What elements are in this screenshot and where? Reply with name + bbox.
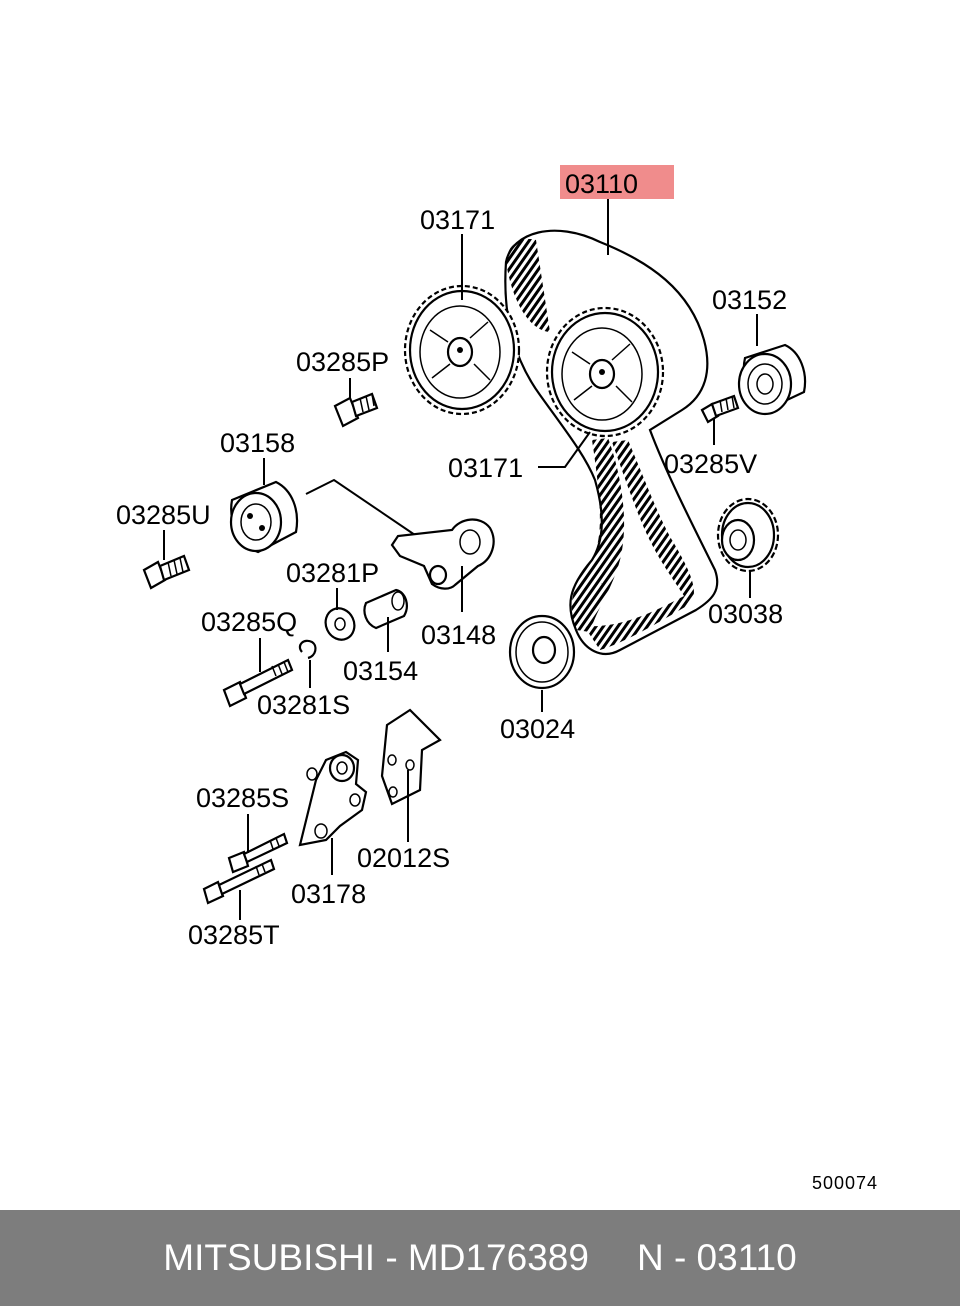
- label-03285V: 03285V: [664, 449, 757, 479]
- timing-belt[interactable]: [504, 229, 719, 656]
- reference-code: 500074: [812, 1173, 878, 1193]
- label-03024: 03024: [500, 714, 575, 744]
- footer-brand-part: MITSUBISHI - MD176389: [163, 1237, 589, 1278]
- label-03285Q: 03285Q: [201, 607, 297, 637]
- label-03171-top: 03171: [420, 205, 495, 235]
- label-03285U: 03285U: [116, 500, 211, 530]
- label-03158: 03158: [220, 428, 295, 458]
- label-02012S: 02012S: [357, 843, 450, 873]
- label-03171-mid: 03171: [448, 453, 523, 483]
- highlight-box: [560, 165, 674, 199]
- footer-bar: MITSUBISHI - MD176389 N - 03110: [0, 1210, 960, 1306]
- label-03281S: 03281S: [257, 690, 350, 720]
- crankshaft-sprocket-03038[interactable]: [716, 497, 780, 573]
- camshaft-sprocket-front[interactable]: [545, 306, 665, 438]
- tensioner-arm-03148[interactable]: [390, 518, 495, 590]
- label-03152: 03152: [712, 285, 787, 315]
- bolt-03285Q[interactable]: [222, 658, 294, 708]
- leader-03171-mid: [538, 431, 591, 468]
- label-03110: 03110: [565, 169, 638, 199]
- washer-03281P[interactable]: [321, 604, 360, 645]
- bolt-03285P[interactable]: [333, 392, 379, 428]
- bolt-03285T[interactable]: [202, 858, 276, 905]
- bolt-03285U[interactable]: [142, 554, 191, 590]
- collar-03154[interactable]: [363, 588, 408, 630]
- label-03178: 03178: [291, 879, 366, 909]
- idler-pulley-03152[interactable]: [737, 343, 807, 416]
- label-03281P: 03281P: [286, 558, 379, 588]
- tensioner-03178[interactable]: [298, 750, 368, 847]
- bolt-03285V[interactable]: [700, 394, 740, 424]
- camshaft-sprocket-rear[interactable]: [403, 284, 521, 416]
- label-03038: 03038: [708, 599, 783, 629]
- footer-code: N - 03110: [636, 1237, 797, 1278]
- tensioner-pulley-03158[interactable]: [229, 480, 299, 554]
- label-03285T: 03285T: [188, 920, 280, 950]
- bracket-02012S[interactable]: [380, 708, 442, 806]
- timing-belt-diagram: 03110 03171 03152 03285P 03158 03285V 03…: [116, 165, 878, 1193]
- label-03285S: 03285S: [196, 783, 289, 813]
- label-03148: 03148: [421, 620, 496, 650]
- leader-03158-arm: [305, 478, 416, 536]
- lock-washer-03281S[interactable]: [298, 639, 317, 660]
- label-03154: 03154: [343, 656, 418, 686]
- label-03285P: 03285P: [296, 347, 389, 377]
- flange-03024[interactable]: [508, 614, 576, 690]
- bolt-03285S[interactable]: [227, 832, 289, 874]
